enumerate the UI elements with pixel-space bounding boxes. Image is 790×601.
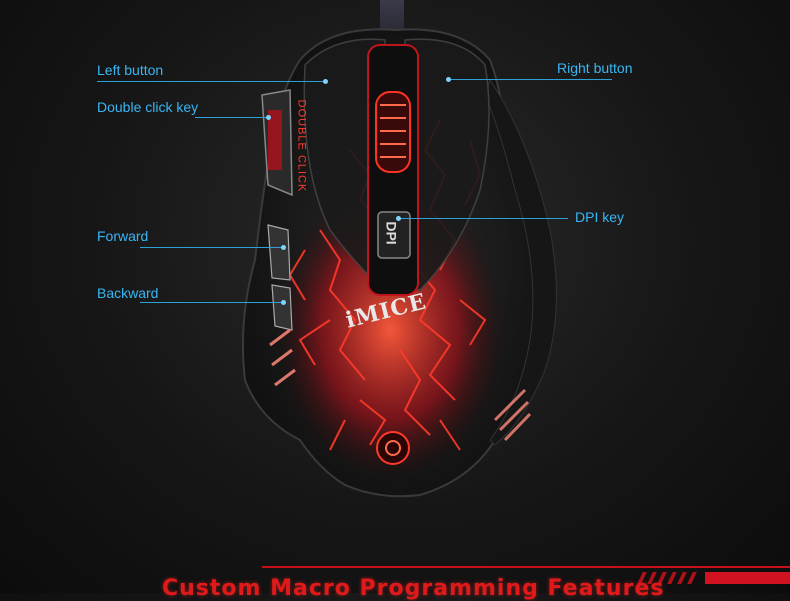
forward-callout-dot xyxy=(281,245,286,250)
left-button-callout: Left button xyxy=(97,62,164,78)
right-button-callout-dot xyxy=(446,77,451,82)
double-click-side-label: DOUBLE CLICK xyxy=(295,99,308,193)
left-mouse-button xyxy=(303,38,386,292)
left-button-callout-line xyxy=(97,81,327,82)
dpi-button xyxy=(377,211,411,259)
double-click-key-callout-dot xyxy=(266,115,271,120)
dpi-key-callout: DPI key xyxy=(575,209,625,225)
dpi-button-label: DPI xyxy=(383,221,400,245)
mouse-right-wing xyxy=(484,78,557,446)
forward-callout: Forward xyxy=(97,228,149,244)
dragon-logo-icon xyxy=(376,431,410,465)
right-mouse-button xyxy=(404,38,490,291)
right-button-callout: Right button xyxy=(557,60,633,76)
left-button-callout-dot xyxy=(323,79,328,84)
backward-callout: Backward xyxy=(97,285,159,301)
double-click-key-callout: Double click key xyxy=(97,99,199,115)
backward-side-key xyxy=(271,284,293,331)
banner-divider xyxy=(262,566,790,568)
section-heading: Custom Macro Programming Features xyxy=(162,576,665,601)
dpi-key-callout-line xyxy=(400,218,568,219)
forward-side-key xyxy=(267,224,291,281)
right-button-callout-line xyxy=(450,79,612,80)
dpi-key-callout-dot xyxy=(396,216,401,221)
backward-callout-line xyxy=(140,302,285,303)
double-click-key-callout-line xyxy=(195,117,270,118)
backward-callout-dot xyxy=(281,300,286,305)
forward-callout-line xyxy=(140,247,285,248)
banner-accent-bar xyxy=(705,572,790,584)
